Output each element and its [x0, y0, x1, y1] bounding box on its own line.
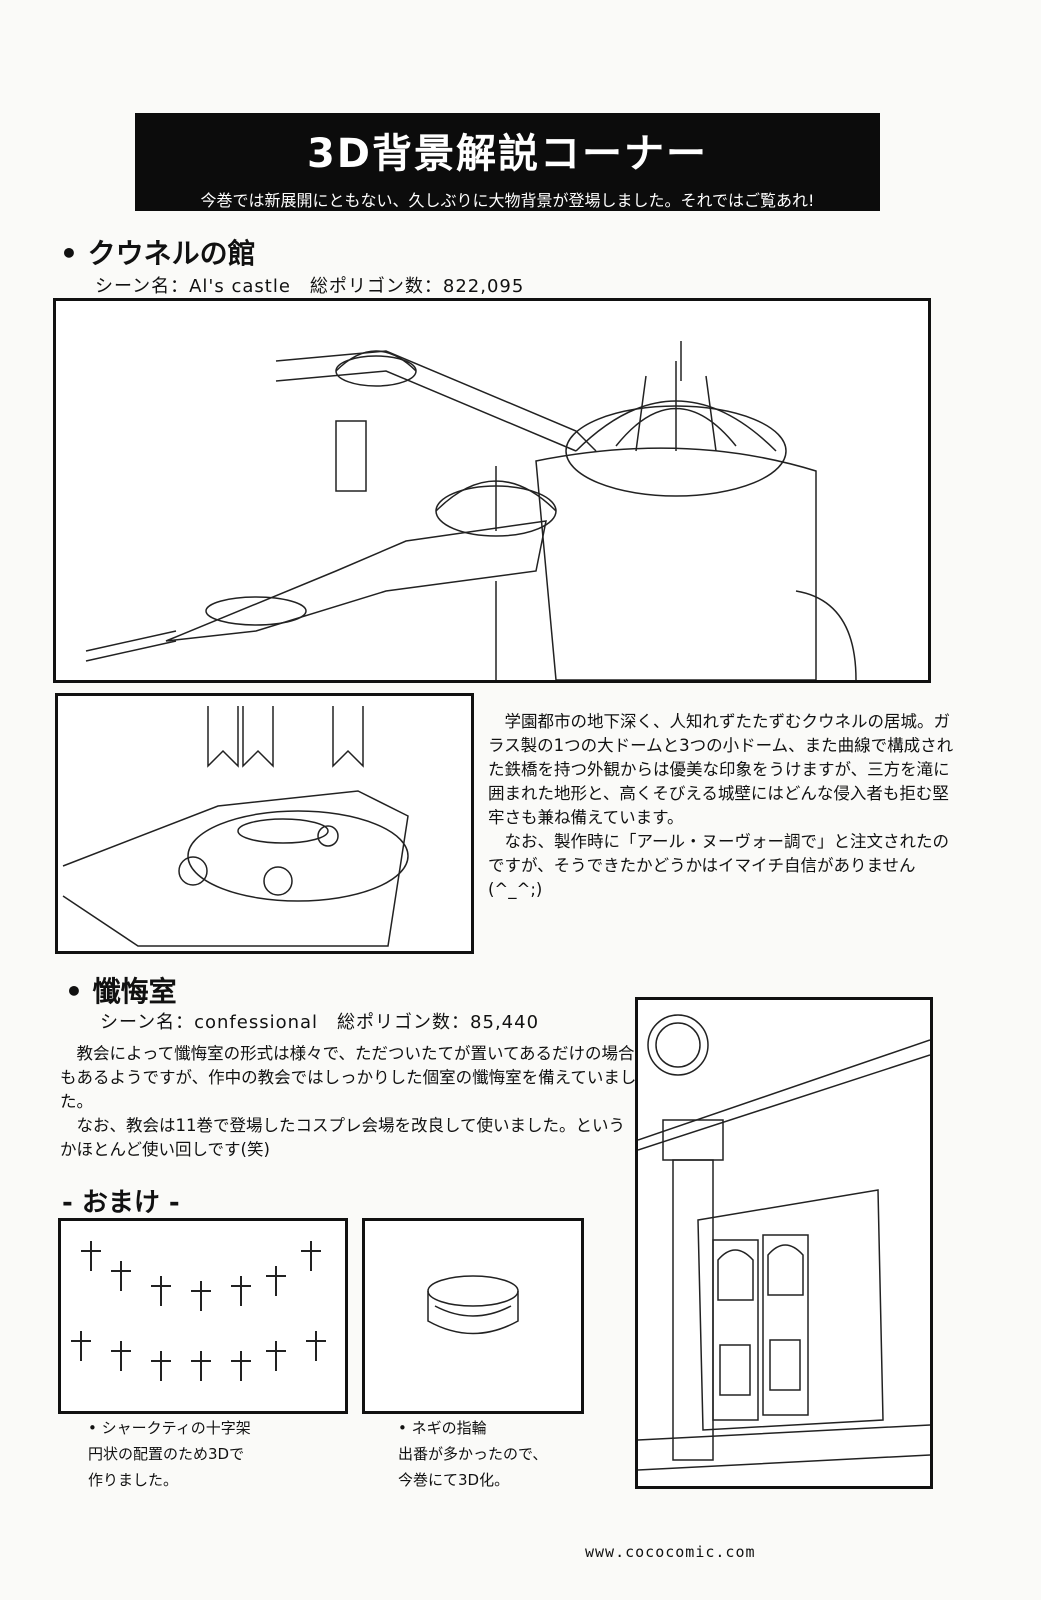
crosses-illustration [71, 1241, 326, 1381]
corner-title-box: 3D背景解説コーナー 今巻では新展開にともない、久しぶりに大物背景が登場しました… [135, 113, 880, 211]
castle-illustration [85, 341, 857, 680]
caption-line: 作りました。 [88, 1471, 179, 1489]
confessional-illustration [638, 1014, 930, 1471]
caption-line: 円状の配置のため3Dで [88, 1445, 245, 1463]
crosses-render-panel [58, 1218, 348, 1414]
scene-info-confessional: シーン名：confessional 総ポリゴン数：85,440 [100, 1012, 540, 1033]
caption-line: 出番が多かったので、 [398, 1445, 548, 1463]
extra-caption-cross: • シャークティの十字架 円状の配置のため3Dで 作りました。 [88, 1415, 251, 1493]
castle-paragraph: なお、製作時に「アール・ヌーヴォー調で」と注文されたのですが、そうできたかどうか… [488, 832, 950, 899]
caption-title: • シャークティの十字架 [88, 1419, 251, 1437]
confessional-render-panel [635, 997, 933, 1489]
page-title: 3D背景解説コーナー [306, 131, 709, 177]
watermark: www.cococomic.com [585, 1543, 756, 1561]
ring-render-panel [362, 1218, 584, 1414]
section-heading-castle: • クウネルの館 [60, 237, 256, 270]
castle-description: 学園都市の地下深く、人知れずたたずむクウネルの居城。ガラス製の1つの大ドームと3… [488, 710, 958, 902]
castle-render-panel [53, 298, 931, 683]
confessional-paragraph: なお、教会は11巻で登場したコスプレ会場を改良して使いました。というかほとんど使… [60, 1116, 626, 1159]
ring-illustration [427, 1275, 519, 1335]
extra-caption-ring: • ネギの指輪 出番が多かったので、 今巻にて3D化。 [398, 1415, 547, 1493]
scene-info-castle: シーン名：Al's castle 総ポリゴン数：822,095 [95, 276, 525, 297]
section-heading-confessional: • 懺悔室 [65, 975, 177, 1008]
caption-title: • ネギの指輪 [398, 1419, 487, 1437]
extra-heading: - おまけ - [62, 1188, 180, 1218]
castle-interior-panel [55, 693, 474, 954]
confessional-paragraph: 教会によって懺悔室の形式は様々で、ただついたてが置いてあるだけの場合もあるようで… [60, 1044, 637, 1111]
page-subtitle: 今巻では新展開にともない、久しぶりに大物背景が登場しました。それではご覧あれ! [200, 191, 815, 210]
interior-illustration [62, 706, 409, 947]
caption-line: 今巻にて3D化。 [398, 1471, 510, 1489]
confessional-description: 教会によって懺悔室の形式は様々で、ただついたてが置いてあるだけの場合もあるようで… [60, 1042, 640, 1162]
castle-paragraph: 学園都市の地下深く、人知れずたたずむクウネルの居城。ガラス製の1つの大ドームと3… [488, 712, 954, 827]
